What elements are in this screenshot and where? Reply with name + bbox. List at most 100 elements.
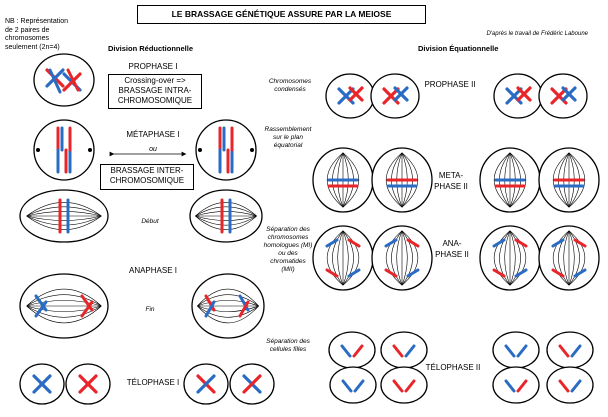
chromosome — [406, 268, 420, 278]
chromosome — [325, 268, 339, 278]
spindle-fiber — [337, 230, 344, 286]
spindle-fiber — [342, 152, 359, 208]
spindle-fiber — [568, 152, 585, 208]
note-fin: Fin — [145, 306, 155, 313]
chromosome — [570, 344, 582, 358]
centrosome — [198, 148, 202, 152]
cell-telophase2-3 — [380, 366, 428, 404]
chromosome — [392, 344, 404, 358]
chromosome — [78, 374, 98, 394]
spindle-fiber — [342, 230, 349, 286]
cell-telophase2-7 — [546, 366, 594, 404]
chromosome — [505, 87, 523, 105]
note-debut: Début — [141, 218, 159, 225]
chromosome — [353, 379, 365, 393]
chromosome — [573, 238, 587, 248]
cell-telophase2-5 — [546, 331, 594, 369]
label-prophase2: PROPHASE II — [424, 80, 476, 89]
note-separation-homologues: Séparation des chromosomes homologues (M… — [263, 226, 313, 273]
chromosome — [406, 238, 420, 248]
label-telophase1: TÉLOPHASE I — [126, 378, 180, 387]
inter-box: BRASSAGE INTER- CHROMOSOMIQUE — [100, 164, 194, 190]
spindle-fiber — [26, 215, 102, 221]
chromosome — [337, 87, 355, 105]
ou-label: ou — [149, 146, 157, 153]
spindle-fiber — [386, 152, 403, 208]
spindle-fiber — [26, 300, 102, 307]
note-separation-cellules: Séparation des cellules filles — [266, 338, 310, 353]
chromosome — [66, 68, 80, 92]
spindle-fiber — [401, 230, 418, 286]
spindle-fiber — [197, 305, 259, 312]
cell-metaphase1-right — [195, 119, 257, 181]
chromosome — [34, 294, 48, 312]
chromosome — [238, 294, 250, 312]
label-anaphase2: ANA- PHASE II — [435, 239, 469, 259]
spindle-fiber — [195, 211, 257, 217]
crossover-box: Crossing-over => BRASSAGE INTRA- CHROMOS… — [108, 74, 202, 109]
label-metaphase2: META- PHASE II — [434, 171, 468, 191]
chromosome — [48, 68, 62, 94]
spindle-fiber — [327, 230, 344, 286]
chromosome — [352, 344, 364, 358]
spindle-fiber — [509, 230, 516, 286]
chromosome — [492, 268, 506, 278]
spindle-fiber — [26, 305, 102, 324]
spindle-fiber — [499, 230, 511, 286]
chromosome — [347, 268, 361, 278]
spindle-fiber — [26, 305, 102, 312]
chromosome — [551, 268, 565, 278]
spindle-fiber — [26, 215, 102, 231]
spindle-fiber — [197, 294, 259, 307]
chromosome — [348, 86, 364, 102]
chromosome — [204, 294, 216, 312]
spindle-fiber — [401, 152, 418, 208]
chromosome — [80, 294, 94, 312]
credit-note: D'après le travail de Frédéric Laboune — [486, 31, 588, 37]
chromosome — [514, 268, 528, 278]
chromosome — [34, 300, 48, 318]
label-telophase2: TÉLOPHASE II — [425, 363, 481, 372]
spindle-fiber — [26, 294, 102, 307]
spindle-fiber — [563, 230, 570, 286]
nb-note: NB : Représentation de 2 paires de chrom… — [5, 18, 69, 51]
spindle-fiber — [396, 230, 403, 286]
chromosome — [404, 344, 416, 358]
spindle-fiber — [401, 230, 413, 286]
spindle-fiber — [327, 152, 344, 208]
spindle-fiber — [197, 288, 259, 307]
spindle-fiber — [195, 202, 257, 217]
chromosome — [62, 72, 82, 92]
chromosome — [404, 379, 416, 393]
cell-telophase2-4 — [492, 331, 540, 369]
chromosome — [393, 86, 409, 102]
chromosome — [514, 238, 528, 248]
note-condenses: Chromosomes condensés — [268, 78, 312, 93]
cell-telophase2-6 — [492, 366, 540, 404]
chromosome — [196, 374, 216, 394]
header-reductional: Division Réductionnelle — [108, 44, 194, 53]
spindle-fiber — [26, 206, 102, 217]
spindle-fiber — [386, 230, 403, 286]
spindle-fiber — [342, 230, 354, 286]
cell-metaphase1-left — [33, 119, 95, 181]
cell-telophase2-2 — [329, 366, 377, 404]
chromosome — [347, 238, 361, 248]
chromosome — [561, 86, 577, 102]
chromosome — [550, 87, 568, 105]
label-anaphase1: ANAPHASE I — [128, 266, 177, 275]
chromosome — [340, 344, 352, 358]
chromosome — [32, 374, 52, 394]
chromosome — [558, 379, 570, 393]
chromosome — [341, 379, 353, 393]
spindle-fiber — [553, 152, 570, 208]
chromosome — [551, 238, 565, 248]
spindle-fiber — [195, 215, 257, 226]
spindle-fiber — [197, 305, 259, 324]
spindle-fiber — [26, 288, 102, 307]
spindle-fiber — [342, 230, 359, 286]
spindle-fiber — [26, 215, 102, 226]
cell-prophase2-1 — [370, 73, 420, 119]
cell-prophase2-3 — [538, 73, 588, 119]
chromosome — [570, 379, 582, 393]
